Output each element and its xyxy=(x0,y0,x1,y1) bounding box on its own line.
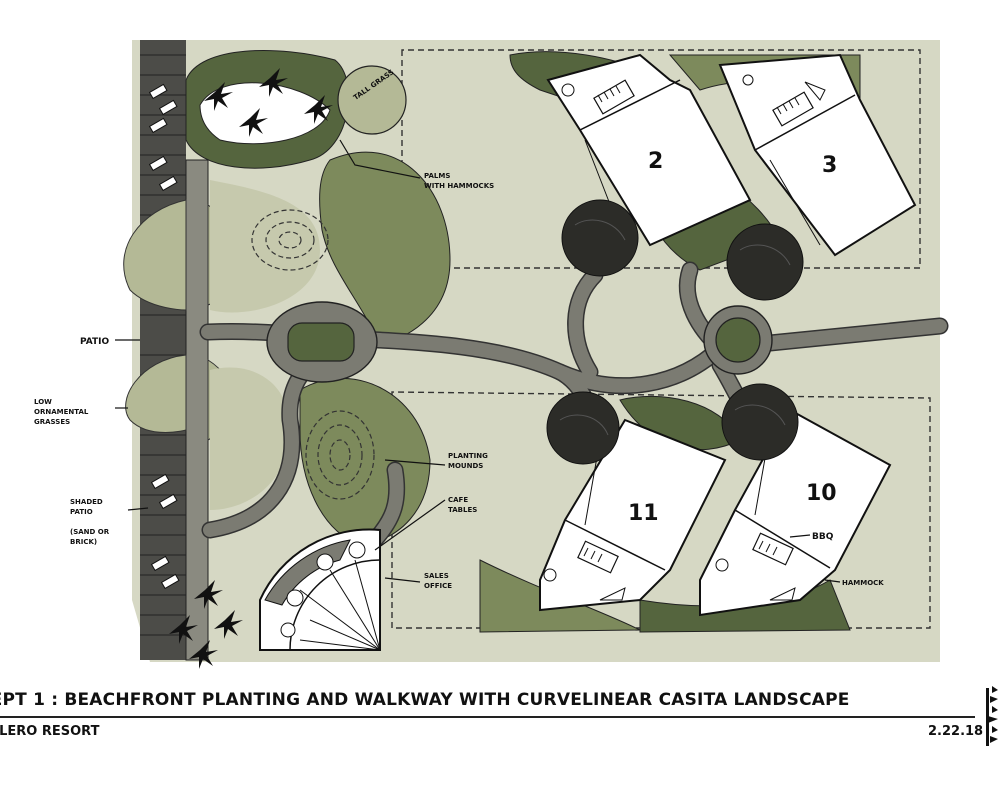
unit-number-10: 10 xyxy=(806,481,837,506)
label-low-grasses-1: LOW xyxy=(34,398,52,406)
label-shaded-patio-4: BRICK) xyxy=(70,538,97,546)
label-cafe-tables-1: CAFE xyxy=(448,496,468,504)
tall-grass-circle xyxy=(337,65,407,135)
roundabout-east-island xyxy=(715,317,761,363)
drawing-date: 2.22.18 xyxy=(928,724,984,739)
casita-furniture xyxy=(543,74,826,601)
label-shaded-patio-3: (SAND OR xyxy=(70,528,110,536)
beach-strip xyxy=(140,40,186,660)
boardwalk xyxy=(185,159,209,661)
unit-number-2: 2 xyxy=(648,149,663,174)
casita-3: 3 xyxy=(718,53,917,257)
label-palms: PALMS xyxy=(424,172,450,180)
palm-trees xyxy=(169,68,333,669)
cafe-tables xyxy=(280,541,366,638)
label-planting-mounds-2: MOUNDS xyxy=(448,462,483,470)
label-sales-office-2: OFFICE xyxy=(424,582,452,590)
roundabout-west-island xyxy=(287,322,355,362)
beach-loungers xyxy=(148,83,180,590)
label-bbq: BBQ xyxy=(812,532,834,542)
label-hammock: HAMMOCK xyxy=(842,579,884,587)
casita-10: 10 xyxy=(699,408,892,617)
label-shaded-patio-2: PATIO xyxy=(70,508,93,516)
low-grass-mound-1 xyxy=(123,199,187,311)
sales-office xyxy=(259,528,381,651)
title-rule xyxy=(0,716,975,718)
project-name: ILLERO RESORT xyxy=(0,724,100,739)
lawn-west-north xyxy=(210,180,320,313)
label-patio: PATIO xyxy=(80,337,110,347)
stair-treads xyxy=(583,85,800,563)
tree-canopy-lines xyxy=(559,219,791,436)
hammock-clearing xyxy=(199,82,331,145)
unit-number-11: 11 xyxy=(628,501,659,526)
leader-lines xyxy=(115,139,841,583)
label-cafe-tables-2: TABLES xyxy=(448,506,477,514)
drawing-caption: CEPT 1 : BEACHFRONT PLANTING AND WALKWAY… xyxy=(0,690,850,710)
label-shaded-patio-1: SHADED xyxy=(70,498,103,506)
low-grass-mound-3 xyxy=(125,354,187,433)
casita-11: 11 xyxy=(539,418,727,612)
planting-mounds xyxy=(251,209,375,500)
label-planting-mounds-1: PLANTING xyxy=(448,452,488,460)
unit-number-3: 3 xyxy=(822,153,837,178)
firm-logo xyxy=(986,686,998,746)
site-plan: 2 3 11 10 xyxy=(34,40,949,669)
label-sales-office-1: SALES xyxy=(424,572,449,580)
label-low-grasses-2: ORNAMENTAL xyxy=(34,408,89,416)
trees xyxy=(546,199,804,465)
label-low-grasses-3: GRASSES xyxy=(34,418,70,426)
lawn-west-south xyxy=(210,367,290,510)
label-palms-2: WITH HAMMOCKS xyxy=(424,182,494,190)
